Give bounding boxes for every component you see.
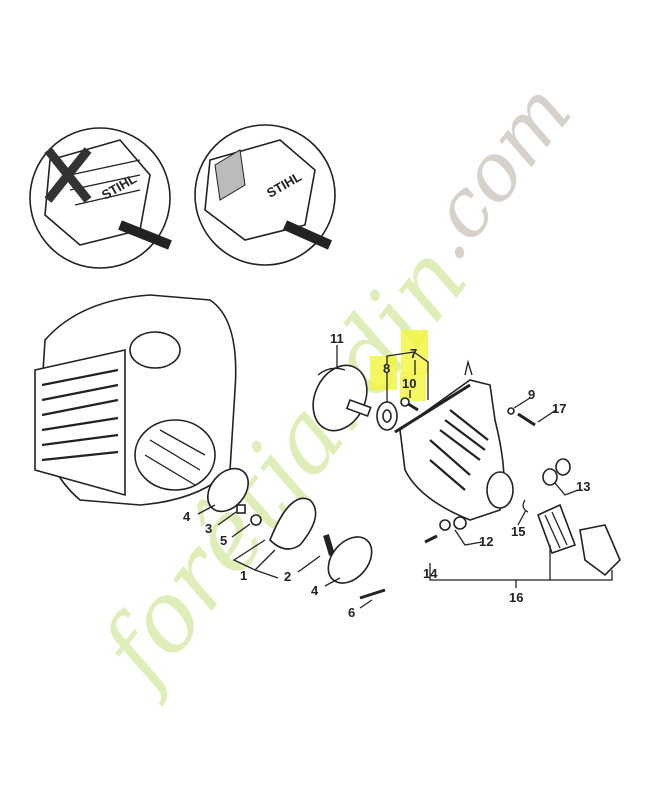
cross-icon: [44, 147, 92, 203]
label-4a: 4: [183, 509, 191, 524]
label-7: 7: [410, 346, 417, 361]
fan-housing: [394, 359, 514, 521]
label-13: 13: [576, 479, 590, 494]
inset-incorrect: STIHL: [29, 127, 172, 269]
label-3: 3: [205, 521, 212, 536]
label-11: 11: [330, 331, 344, 346]
inset-correct: STIHL: [194, 124, 336, 266]
label-4b: 4: [311, 583, 319, 598]
label-17: 17: [552, 401, 566, 416]
label-5: 5: [220, 533, 227, 548]
label-9: 9: [528, 387, 535, 402]
clutch-shoes: [207, 467, 386, 600]
label-8: 8: [383, 361, 390, 376]
label-6: 6: [348, 605, 355, 620]
label-12: 12: [479, 534, 493, 549]
leader-lines: [197, 345, 613, 609]
label-1: 1: [240, 568, 247, 583]
engine-housing: [34, 294, 237, 506]
label-2: 2: [284, 569, 291, 584]
small-parts-right: [424, 407, 621, 577]
label-16: 16: [509, 590, 523, 605]
callout-labels: 11 7 8 10 9 17 13 15 12 14 16 4 3 5 1 2 …: [183, 331, 590, 620]
label-15: 15: [511, 524, 525, 539]
label-10: 10: [402, 376, 416, 391]
label-14: 14: [423, 566, 438, 581]
